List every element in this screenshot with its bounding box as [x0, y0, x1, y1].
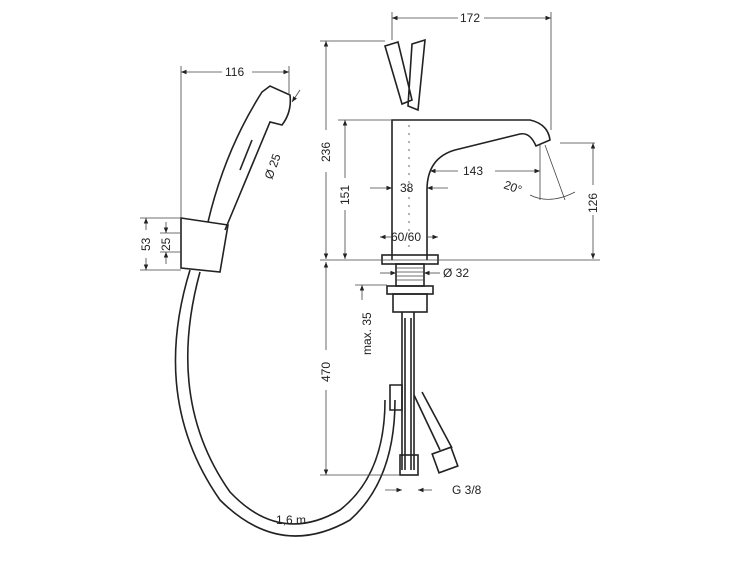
hand-shower [174, 85, 396, 537]
dim-dia-25: Ø 25 [262, 151, 284, 181]
dim-20deg: 20° [502, 178, 524, 197]
dim-38: 38 [400, 181, 414, 195]
dim-151: 151 [338, 185, 352, 205]
faucet-body [381, 38, 551, 476]
dim-max-35: max. 35 [360, 312, 374, 355]
dim-143: 143 [463, 164, 483, 178]
dim-60-60: 60/60 [391, 230, 421, 244]
dim-126: 126 [586, 193, 600, 213]
hose [174, 269, 396, 537]
dim-dia-32: Ø 32 [443, 266, 469, 280]
dim-236: 236 [319, 142, 333, 162]
wall-holder [180, 217, 229, 273]
dim-116: 116 [225, 65, 244, 79]
dim-g-3-8: G 3/8 [452, 483, 482, 497]
dim-172: 172 [460, 11, 480, 25]
dim-hose-length: 1,6 m [276, 513, 306, 527]
dimension-lines [140, 12, 600, 493]
dim-470: 470 [319, 362, 333, 382]
dim-25: 25 [159, 237, 173, 251]
thread-shank [395, 263, 425, 287]
dimension-labels: 172 116 236 151 38 143 20° 126 60/60 Ø 2… [139, 11, 600, 527]
base-plate [381, 254, 439, 265]
dim-53: 53 [139, 237, 153, 251]
